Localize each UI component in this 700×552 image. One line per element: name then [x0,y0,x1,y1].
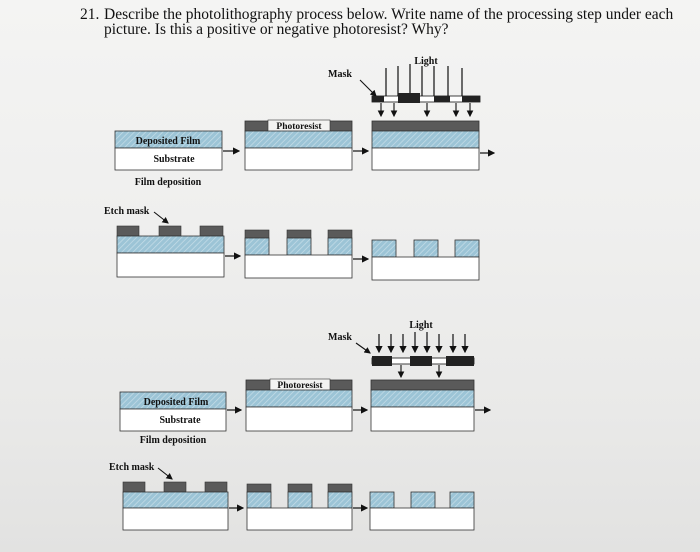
mask-label: Mask [328,332,352,343]
substrate-layer [116,252,225,278]
substrate-layer [244,254,353,279]
mask-label: Mask [328,69,352,80]
substrate-layer [114,147,223,171]
etch-mask-blocks [122,481,228,493]
question-line-2: picture. Is this a positive or negative … [104,21,449,38]
bottom-step-etch [246,483,369,531]
deposited-film-layer [122,491,229,509]
etch-mask-blocks [116,225,224,237]
top-step-exposure: Mask Light [328,56,496,171]
substrate-label: Substrate [153,154,195,165]
substrate-layer [119,408,227,432]
question-number: 21. [80,6,100,23]
bottom-step-film-deposition: Deposited Film Substrate Film deposition [119,391,243,446]
deposited-film-layer [116,235,225,254]
top-step-photoresist-coat: Photoresist [244,119,370,171]
film-deposition-label: Film deposition [135,177,202,188]
substrate-layer [370,406,475,432]
etch-mask-blocks [244,229,353,239]
deposited-film-label: Deposited Film [144,397,209,408]
top-step-develop: Etch mask [104,206,242,278]
bottom-step-exposure: Mask Light [328,320,492,432]
film-deposition-label: Film deposition [140,435,207,446]
photoresist-layer [370,379,475,391]
light-label: Light [414,56,438,67]
mask-opaque-regions [372,356,474,366]
substrate-layer [122,507,229,531]
exposure-arrows [397,365,443,379]
question-line-1: Describe the photolithography process be… [104,6,674,23]
top-process-diagram: Deposited Film Substrate Film deposition… [104,56,496,281]
substrate-layer [244,147,353,171]
etch-mask-blocks [246,483,353,493]
top-step-etch [244,229,370,279]
photoresist-layer [371,120,480,132]
light-rays [375,332,469,354]
photoresist-label: Photoresist [276,122,322,132]
light-rays [385,64,463,100]
etch-mask-label: Etch mask [104,206,150,217]
deposited-film-layer [245,389,353,408]
substrate-layer [246,507,353,531]
substrate-layer [371,256,480,281]
bottom-step-develop: Etch mask [109,462,245,531]
top-step-film-deposition: Deposited Film Substrate Film deposition [114,130,241,188]
top-step-strip [371,239,480,281]
photoresist-label: Photoresist [277,381,323,391]
patterned-film [369,491,475,509]
patterned-film [246,491,353,509]
patterned-film [371,239,480,258]
deposited-film-layer [244,130,353,149]
bottom-process-diagram: Deposited Film Substrate Film deposition… [109,320,492,531]
etch-mask-pointer-arrow [157,467,173,480]
etch-mask-pointer-arrow [153,211,169,224]
substrate-layer [371,147,480,171]
deposited-film-layer [371,130,480,149]
deposited-film-layer [370,389,475,408]
substrate-layer [245,406,353,432]
deposited-film-label: Deposited Film [136,136,201,147]
mask-pointer-arrow [355,342,371,354]
patterned-film [244,237,353,256]
exposure-arrows [377,103,474,118]
mask-opaque-regions [372,93,480,103]
substrate-label: Substrate [159,415,201,426]
light-label: Light [409,320,433,331]
bottom-step-strip [369,491,475,531]
mask-pointer-arrow [359,79,377,97]
etch-mask-label: Etch mask [109,462,155,473]
bottom-step-photoresist-coat: Photoresist [245,378,369,432]
substrate-layer [369,507,475,531]
